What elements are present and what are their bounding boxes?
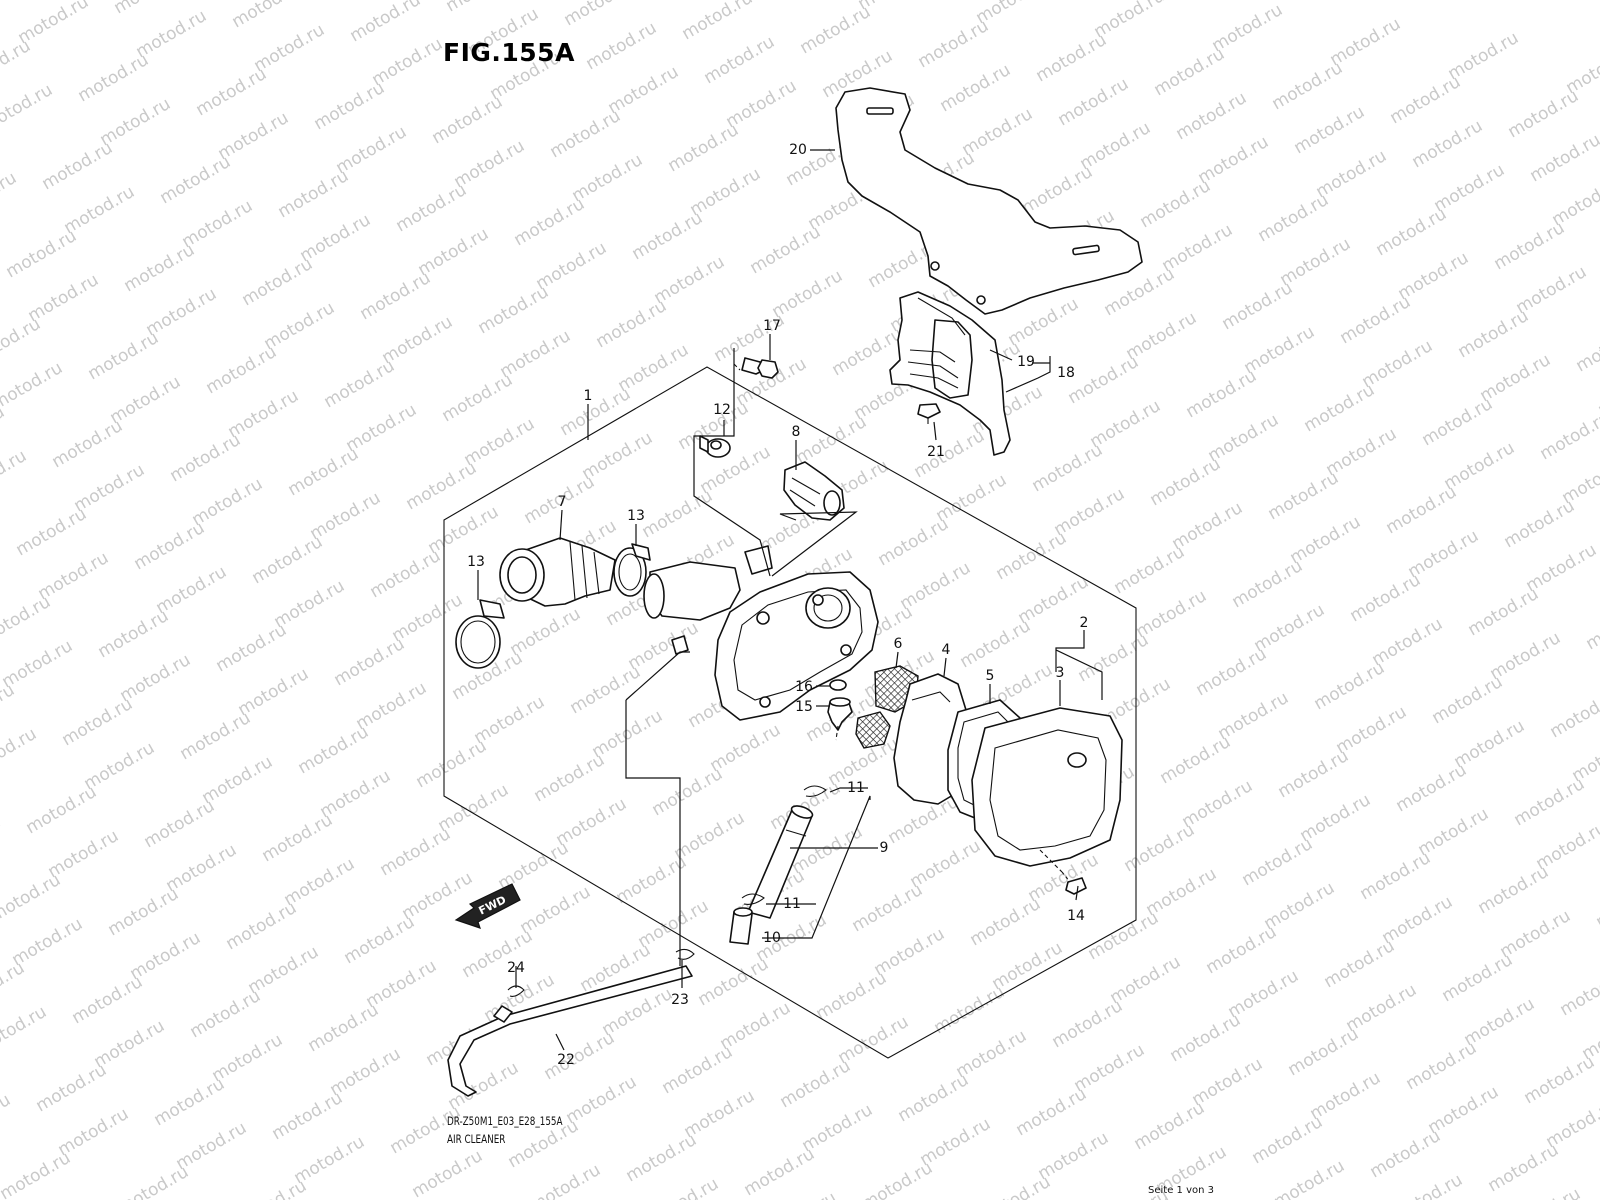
fwd-arrow: FWD <box>454 883 521 929</box>
callout-8: 8 <box>792 424 801 440</box>
callout-4: 4 <box>942 642 951 658</box>
part-11-clip-lower <box>741 893 765 905</box>
part-7-intake-boot <box>499 537 616 607</box>
figure-title: FIG.155A <box>443 38 575 67</box>
callout-11-lower: 11 <box>783 896 801 912</box>
figure-name: AIR CLEANER <box>447 1132 506 1146</box>
callout-20: 20 <box>789 142 807 158</box>
callout-11-upper: 11 <box>847 780 865 796</box>
assembly-guide-lines <box>733 363 1063 873</box>
page-indicator: Seite 1 von 3 <box>1148 1185 1214 1196</box>
callouts: 1 2 3 4 5 6 7 8 9 10 11 11 12 13 13 14 1… <box>467 142 1088 1068</box>
callout-13-left: 13 <box>467 554 485 570</box>
part-23-clip <box>675 948 695 960</box>
callout-14: 14 <box>1067 908 1085 924</box>
part-13-clamp-right <box>613 543 651 597</box>
callout-5: 5 <box>986 668 995 684</box>
callout-23: 23 <box>671 992 689 1008</box>
callout-18: 18 <box>1057 365 1075 381</box>
part-9-drain-hose <box>747 805 814 919</box>
part-11-clip-upper <box>803 785 827 797</box>
part-8-cap <box>783 461 845 521</box>
part-2-cover <box>971 707 1123 867</box>
part-14-screw <box>1061 871 1087 895</box>
callout-24: 24 <box>507 960 525 976</box>
part-21-clip <box>917 403 941 424</box>
callout-7: 7 <box>558 494 567 510</box>
part-24-clip <box>507 985 525 997</box>
callout-1: 1 <box>584 388 593 404</box>
callout-16: 16 <box>795 679 813 695</box>
callout-19: 19 <box>1017 354 1035 370</box>
part-10-plug <box>729 907 753 945</box>
callout-3: 3 <box>1056 665 1065 681</box>
part-17-bolt <box>741 357 779 379</box>
part-15-drain-plug <box>827 697 853 731</box>
callout-9: 9 <box>880 840 889 856</box>
part-13-clamp-left <box>455 599 505 669</box>
part-16-o-ring <box>829 679 847 691</box>
callout-15: 15 <box>795 699 813 715</box>
callout-13-right: 13 <box>627 508 645 524</box>
callout-2: 2 <box>1080 615 1089 631</box>
part-20-bracket <box>835 87 1143 315</box>
callout-22: 22 <box>557 1052 575 1068</box>
part-1-air-cleaner-case <box>643 545 879 721</box>
assembly-outline <box>443 366 1137 1059</box>
callout-10: 10 <box>763 930 781 946</box>
figure-code: DR-Z50M1_E03_E28_155A <box>447 1114 563 1128</box>
callout-21: 21 <box>927 444 945 460</box>
part-22-breather-hose <box>447 965 693 1097</box>
leader-lines <box>477 149 1103 1051</box>
callout-12: 12 <box>713 402 731 418</box>
part-18-shield <box>889 291 1011 456</box>
part-12-grommet <box>699 435 731 458</box>
callout-17: 17 <box>763 318 781 334</box>
callout-6: 6 <box>894 636 903 652</box>
